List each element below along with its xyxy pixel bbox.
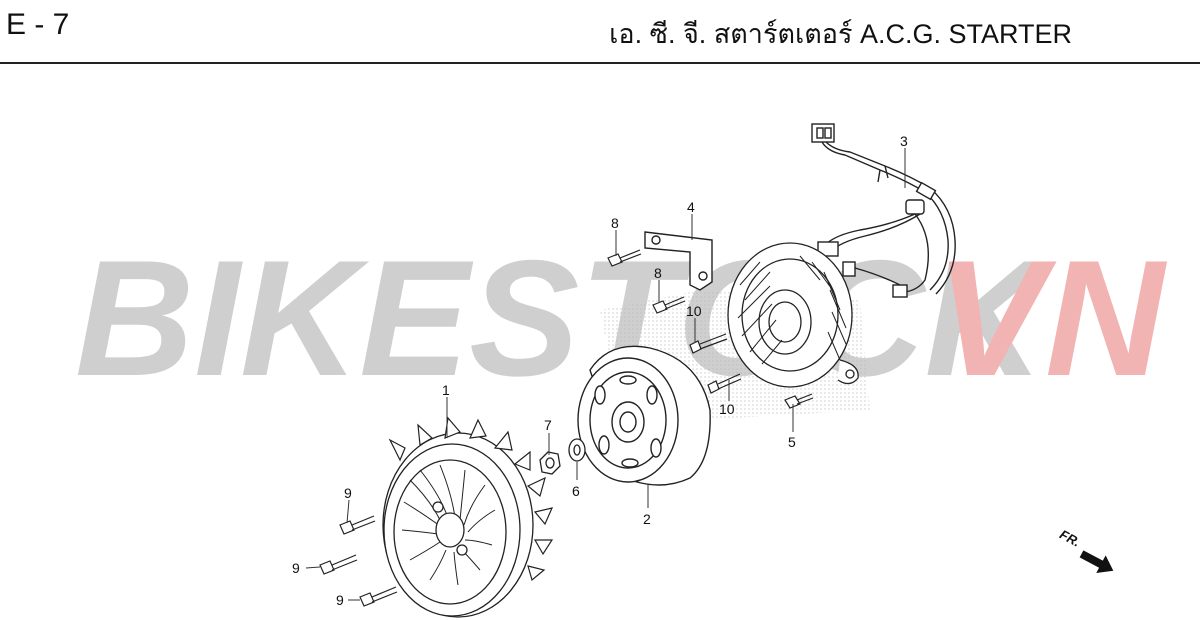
callout-5: 5 <box>788 434 796 450</box>
callout-2: 2 <box>643 511 651 527</box>
callout-8b: 8 <box>654 265 662 281</box>
front-label: FR. <box>1057 527 1083 550</box>
callouts: 1 2 3 4 5 6 7 8 8 9 9 9 10 10 <box>292 133 908 608</box>
callout-3: 3 <box>900 133 908 149</box>
watermark-left: BIKESTOCK <box>75 226 1055 410</box>
bolts <box>319 249 814 607</box>
rotor <box>577 345 711 486</box>
washer <box>568 438 586 462</box>
watermark: BIKESTOCK VN <box>75 226 1167 410</box>
callout-10a: 10 <box>686 303 702 319</box>
callout-9b: 9 <box>292 560 300 576</box>
page-header: E - 7 เอ. ซี. จี. สตาร์ตเตอร์ A.C.G. STA… <box>0 0 1200 62</box>
cooling-fan <box>382 416 554 618</box>
diagram-title: เอ. ซี. จี. สตาร์ตเตอร์ A.C.G. STARTER <box>609 19 1072 49</box>
callout-9a: 9 <box>344 485 352 501</box>
callout-6: 6 <box>572 483 580 499</box>
stator <box>727 242 859 388</box>
header-divider <box>0 62 1200 64</box>
front-direction-indicator: FR. <box>1057 527 1114 574</box>
callout-9c: 9 <box>336 592 344 608</box>
leader-lines <box>305 148 906 601</box>
arrow-right-icon <box>1079 550 1114 574</box>
watermark-right: VN <box>935 226 1167 410</box>
bracket <box>644 231 713 291</box>
diagram-code: E - 7 <box>6 8 70 41</box>
callout-4: 4 <box>687 199 695 215</box>
nut <box>539 451 561 475</box>
callout-7: 7 <box>544 417 552 433</box>
wire-harness <box>811 123 956 298</box>
callout-1: 1 <box>442 382 450 398</box>
callout-10b: 10 <box>719 401 735 417</box>
callout-8a: 8 <box>611 215 619 231</box>
